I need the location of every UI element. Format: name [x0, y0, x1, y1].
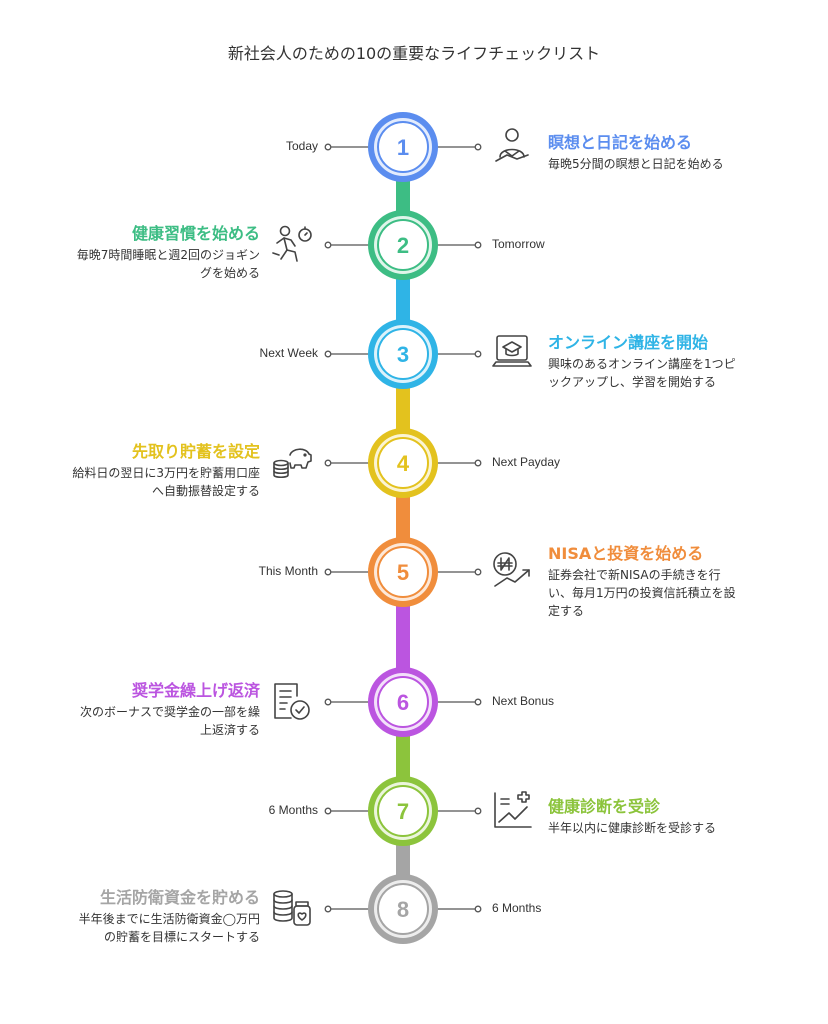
content-connector-dot	[474, 350, 482, 358]
time-connector-dot	[474, 459, 482, 467]
timeline-node-8: 8	[368, 874, 438, 944]
time-connector-dot	[324, 807, 332, 815]
node-center	[377, 676, 429, 728]
time-connector-dot	[474, 698, 482, 706]
node-center	[377, 785, 429, 837]
item-title: NISAと投資を始める	[548, 544, 704, 563]
piggy-bank-coins-icon	[273, 448, 312, 479]
timeline-node-6: 6	[368, 667, 438, 737]
timeline-connector	[396, 733, 410, 780]
content-connector-dot	[324, 459, 332, 467]
node-center	[377, 328, 429, 380]
item-description: 毎晩5分間の瞑想と日記を始める	[548, 157, 724, 171]
timeline-node-7: 7	[368, 776, 438, 846]
page-title: 新社会人のための10の重要なライフチェックリスト	[227, 44, 601, 63]
time-connector-dot	[474, 905, 482, 913]
content-connector-dot	[474, 568, 482, 576]
item-title: 健康診断を受診	[548, 797, 661, 816]
runner-stopwatch-icon	[272, 225, 312, 262]
document-check-icon	[274, 683, 310, 720]
timeline-connector	[396, 603, 410, 671]
item-title: 生活防衛資金を貯める	[99, 888, 260, 907]
node-center	[377, 219, 429, 271]
time-label: Next Bonus	[492, 694, 555, 708]
item-title: オンライン講座を開始	[548, 333, 709, 352]
time-label: 6 Months	[268, 803, 318, 817]
item-title: 健康習慣を始める	[131, 224, 260, 243]
node-center	[377, 546, 429, 598]
node-center	[377, 121, 429, 173]
time-label: Next Week	[259, 346, 318, 360]
item-description: 証券会社で新NISAの手続きを行 い、毎月1万円の投資信託積立を設 定する	[548, 568, 736, 618]
item-description: 興味のあるオンライン講座を1つピ ックアップし、学習を開始する	[548, 357, 736, 389]
timeline-node-5: 5	[368, 537, 438, 607]
node-number: 2	[397, 233, 409, 258]
time-label: Next Payday	[492, 455, 561, 469]
item-description: 半年後までに生活防衛資金◯万円 の貯蓄を目標にスタートする	[78, 912, 260, 944]
node-number: 7	[397, 799, 409, 824]
time-connector-dot	[324, 143, 332, 151]
timeline-connector	[396, 494, 410, 541]
timeline-node-1: 1	[368, 112, 438, 182]
node-number: 6	[397, 690, 409, 715]
coins-savings-jar-icon	[273, 890, 311, 926]
node-number: 1	[397, 135, 409, 160]
item-description: 次のボーナスで奨学金の一部を繰 上返済する	[79, 705, 260, 737]
node-number: 8	[397, 897, 409, 922]
time-label: This Month	[258, 564, 318, 578]
currency-growth-icon	[493, 552, 530, 587]
timeline-connector	[396, 276, 410, 323]
node-number: 4	[397, 451, 410, 476]
node-number: 3	[397, 342, 409, 367]
timeline-node-4: 4	[368, 428, 438, 498]
time-label: Today	[285, 139, 318, 153]
item-description: 給料日の翌日に3万円を貯蓄用口座 へ自動振替設定する	[72, 466, 260, 498]
person-meditation-icon	[495, 128, 529, 162]
timeline-node-2: 2	[368, 210, 438, 280]
node-center	[377, 883, 429, 935]
content-connector-dot	[474, 807, 482, 815]
content-connector-dot	[324, 241, 332, 249]
item-description: 半年以内に健康診断を受診する	[548, 821, 717, 835]
node-number: 5	[397, 560, 409, 585]
laptop-graduation-icon	[492, 335, 532, 367]
content-connector-dot	[474, 143, 482, 151]
item-description: 毎晩7時間睡眠と週2回のジョギン グを始める	[76, 248, 260, 280]
timeline-connector	[396, 842, 410, 878]
time-connector-dot	[324, 568, 332, 576]
content-connector-dot	[324, 905, 332, 913]
time-label: Tomorrow	[492, 237, 545, 251]
content-connector-dot	[324, 698, 332, 706]
timeline-connector	[396, 178, 410, 214]
time-connector-dot	[474, 241, 482, 249]
node-center	[377, 437, 429, 489]
time-label: 6 Months	[492, 901, 542, 915]
time-connector-dot	[324, 350, 332, 358]
timeline-node-3: 3	[368, 319, 438, 389]
health-chart-icon	[494, 791, 532, 828]
item-title: 瞑想と日記を始める	[548, 133, 693, 152]
item-title: 先取り貯蓄を設定	[131, 442, 260, 461]
item-title: 奨学金繰上げ返済	[131, 681, 260, 700]
timeline-connector	[396, 385, 410, 432]
